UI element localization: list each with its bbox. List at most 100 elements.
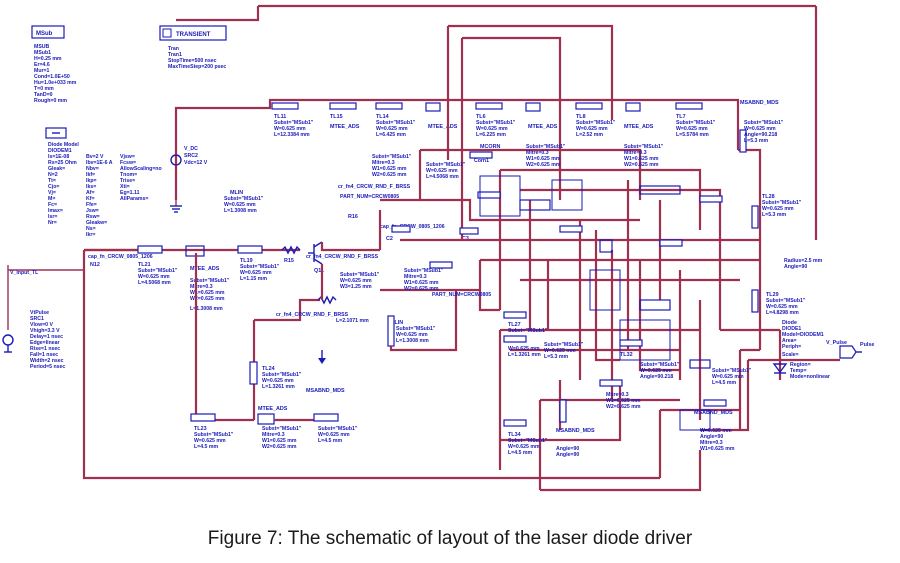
tline-param: Subst="MSub1" xyxy=(744,120,784,126)
diode-model-line: Rsw= xyxy=(86,214,100,220)
tline-param: L=5.5784 mm xyxy=(676,132,709,138)
tline-name: TL23 xyxy=(194,426,207,432)
vtpulse-source[interactable]: VtPulse SRC1 Vlow=0 V Vhigh=3.3 V Delay=… xyxy=(2,310,65,370)
tline-box[interactable] xyxy=(503,419,527,427)
tline-name: TL8 xyxy=(576,114,586,120)
tline-param: W2=0.625 mm xyxy=(190,296,225,302)
tline-6[interactable] xyxy=(475,102,503,110)
tline-param: L=1.3008 mm xyxy=(396,338,429,344)
tline-box[interactable] xyxy=(477,191,501,199)
tline-param: W=0.625 mm xyxy=(712,374,744,380)
tee-junction[interactable] xyxy=(599,239,613,253)
tline-box[interactable] xyxy=(429,261,453,269)
tee-junction[interactable] xyxy=(679,409,711,431)
msub-block: MSub MSUB MSub1 H=0.25 mm Er=4.6 Mur=1 C… xyxy=(31,25,77,104)
transistor-q11[interactable]: Q11 cr_fn4_CRCW_RND_F_BRSS xyxy=(306,241,380,300)
tline-param: Mitre=0.3 xyxy=(700,440,723,446)
tline-box[interactable] xyxy=(703,399,727,407)
cap-box[interactable] xyxy=(391,225,411,233)
tline-param: L=4.5 mm xyxy=(194,444,218,450)
msub-title: MSub xyxy=(36,31,53,37)
tline-23[interactable] xyxy=(313,413,339,422)
port-label: Pulse xyxy=(860,342,874,348)
tline-param: Subst="MSub1" xyxy=(404,268,444,274)
cap-label: cap_fn_CRCW_0805_1206 xyxy=(88,254,153,260)
vtpulse-line: Fall=1 nsec xyxy=(30,352,58,358)
tline-box[interactable] xyxy=(503,335,527,343)
tline-param: Subst="MSub1" xyxy=(676,120,716,126)
tee-junction[interactable] xyxy=(257,413,275,425)
tline-box[interactable] xyxy=(619,339,643,347)
v-dc-source[interactable]: V_DC SRC2 Vdc=12 V xyxy=(170,108,208,213)
tline-11[interactable] xyxy=(271,102,299,110)
tline-param: W1=0.625 mm xyxy=(404,280,439,286)
tline-param: L=1.3261 mm xyxy=(262,384,295,390)
tee-junction[interactable] xyxy=(639,299,671,311)
tee-junction[interactable] xyxy=(551,179,583,211)
tline-box[interactable] xyxy=(751,205,759,229)
tline-box[interactable] xyxy=(699,195,723,203)
tline-box[interactable] xyxy=(739,129,747,153)
tline-box[interactable] xyxy=(469,151,493,159)
tline-param: W=0.625 mm xyxy=(240,270,272,276)
diode-symbol-icon[interactable] xyxy=(772,363,788,374)
tline-param: L=4.5068 mm xyxy=(426,174,459,180)
vtpulse-line: VtPulse xyxy=(30,310,49,316)
tline-19[interactable] xyxy=(190,413,216,422)
msub-line: MSub1 xyxy=(34,50,51,56)
top-tline-row: TL11 Subst="MSub1" W=0.625 mm L=12.3384 … xyxy=(271,100,779,138)
diode-model-line: Vj= xyxy=(48,190,56,196)
vdc-line: V_DC xyxy=(184,146,198,152)
tline-21[interactable] xyxy=(237,245,263,254)
cap-box[interactable] xyxy=(459,227,479,235)
tline-param: W=0.625 mm xyxy=(262,378,294,384)
tee-junction[interactable] xyxy=(589,269,621,311)
tline-param: Subst="MSub1" xyxy=(224,196,264,202)
msub-params: MSUB MSub1 H=0.25 mm Er=4.6 Mur=1 Cond=1… xyxy=(34,44,77,104)
bend-label: MSABND_MDS xyxy=(306,388,345,394)
tee-junction[interactable] xyxy=(525,102,541,112)
tee-junction[interactable] xyxy=(519,199,551,211)
tee-junction[interactable] xyxy=(479,175,521,217)
tline-param: Subst="MSub1" xyxy=(526,144,566,150)
tline-20[interactable] xyxy=(249,361,258,385)
tline-box[interactable] xyxy=(599,379,623,387)
tline-box[interactable] xyxy=(751,289,759,313)
tline-12[interactable] xyxy=(387,315,395,347)
transient-title: TRANSIENT xyxy=(176,32,211,38)
resistor-n12[interactable] xyxy=(137,245,163,254)
tee-junction[interactable] xyxy=(639,185,681,195)
tline-15[interactable] xyxy=(329,102,357,110)
tline-7[interactable] xyxy=(675,102,703,110)
tline-param: W=0.625 mm xyxy=(640,368,672,374)
tline-param: Subst="MSub1" xyxy=(262,372,302,378)
tline-box[interactable] xyxy=(659,239,683,247)
tline-box[interactable] xyxy=(559,225,583,233)
tline-param: Subst="MSub1" xyxy=(194,432,234,438)
tline-box[interactable] xyxy=(559,399,567,423)
tee-junction[interactable] xyxy=(689,359,711,369)
transient-box[interactable] xyxy=(159,25,227,41)
tline-param: L=4.8298 mm xyxy=(766,310,799,316)
tee-label: MTEE_ADS xyxy=(330,124,360,130)
diode-model-line: AllowScaling=no xyxy=(120,166,162,172)
output-port-icon[interactable] xyxy=(839,345,862,359)
tee-junction[interactable] xyxy=(619,319,671,361)
tee-junction[interactable] xyxy=(425,102,441,112)
tline-14[interactable] xyxy=(375,102,403,110)
msub-box[interactable] xyxy=(31,25,65,39)
tline-name: TL32 xyxy=(620,352,633,358)
diode-model-line: Xti= xyxy=(120,184,130,190)
diode-output: Diode DIODE1 Model=DIODEM1 Area= Periph=… xyxy=(772,320,874,380)
tee-label: MTEE_ADS xyxy=(190,266,220,272)
node-label: N12 xyxy=(90,262,100,268)
tline-param: L=5.3 mm xyxy=(762,212,786,218)
tee-label: MTEE_ADS xyxy=(258,406,288,412)
tline-8[interactable] xyxy=(575,102,603,110)
tline-box[interactable] xyxy=(503,311,527,319)
tee-junction[interactable] xyxy=(625,102,641,112)
diode-model-line: Trise= xyxy=(120,178,135,184)
tline-param: Subst="MSub1" xyxy=(508,328,548,334)
tline-param: W1=0.625 mm xyxy=(190,290,225,296)
diode-model-line: Cjo= xyxy=(48,184,59,190)
